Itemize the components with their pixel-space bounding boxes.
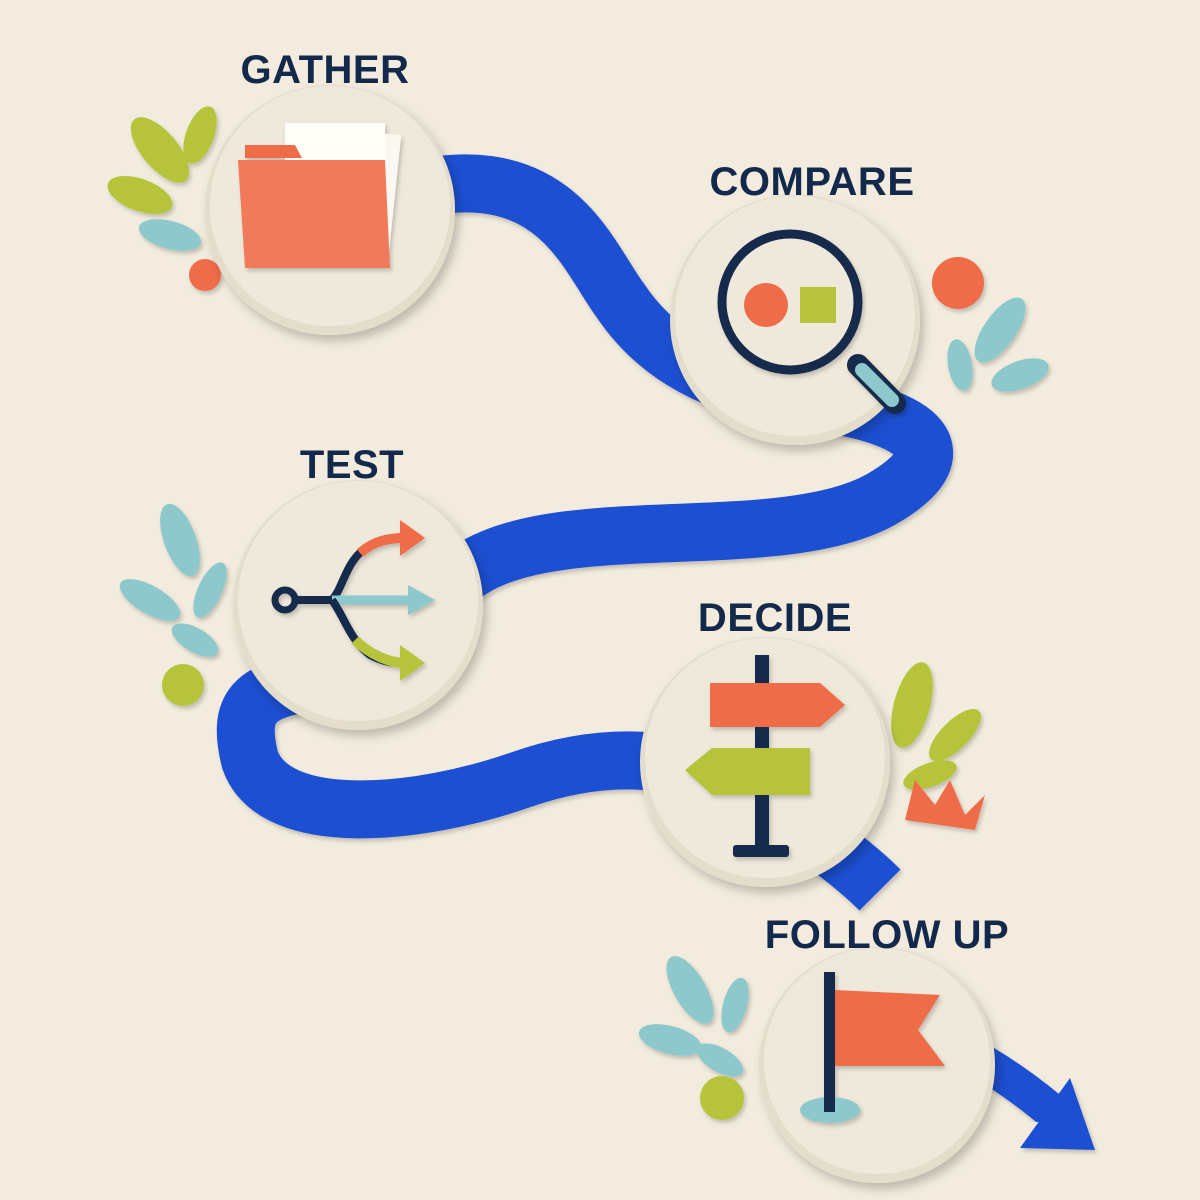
path-arrowhead bbox=[1020, 1078, 1095, 1150]
step-label-test: TEST bbox=[299, 443, 405, 487]
magnifier-icon bbox=[717, 229, 906, 414]
signpost-icon bbox=[685, 655, 845, 857]
leaf-cluster-gather bbox=[107, 106, 221, 291]
step-compare-node bbox=[670, 195, 920, 445]
step-label-gather: GATHER bbox=[240, 48, 410, 92]
step-follow-up-node bbox=[759, 947, 995, 1183]
step-label-decide: DECIDE bbox=[697, 596, 853, 640]
step-test-node bbox=[233, 480, 483, 730]
step-label-follow-up: FOLLOW UP bbox=[764, 913, 1010, 957]
branching-arrows-icon bbox=[271, 520, 435, 681]
decorations bbox=[107, 106, 1049, 1120]
leaf-cluster-test bbox=[119, 503, 227, 706]
leaf-cluster-decide bbox=[891, 662, 985, 830]
step-label-compare: COMPARE bbox=[709, 160, 915, 204]
folder-icon bbox=[238, 123, 402, 268]
step-gather-node bbox=[205, 85, 455, 335]
leaf-cluster-follow-up bbox=[638, 956, 749, 1120]
step-decide-node bbox=[640, 637, 890, 887]
leaf-cluster-compare bbox=[932, 257, 1049, 392]
flag-icon bbox=[800, 972, 945, 1123]
